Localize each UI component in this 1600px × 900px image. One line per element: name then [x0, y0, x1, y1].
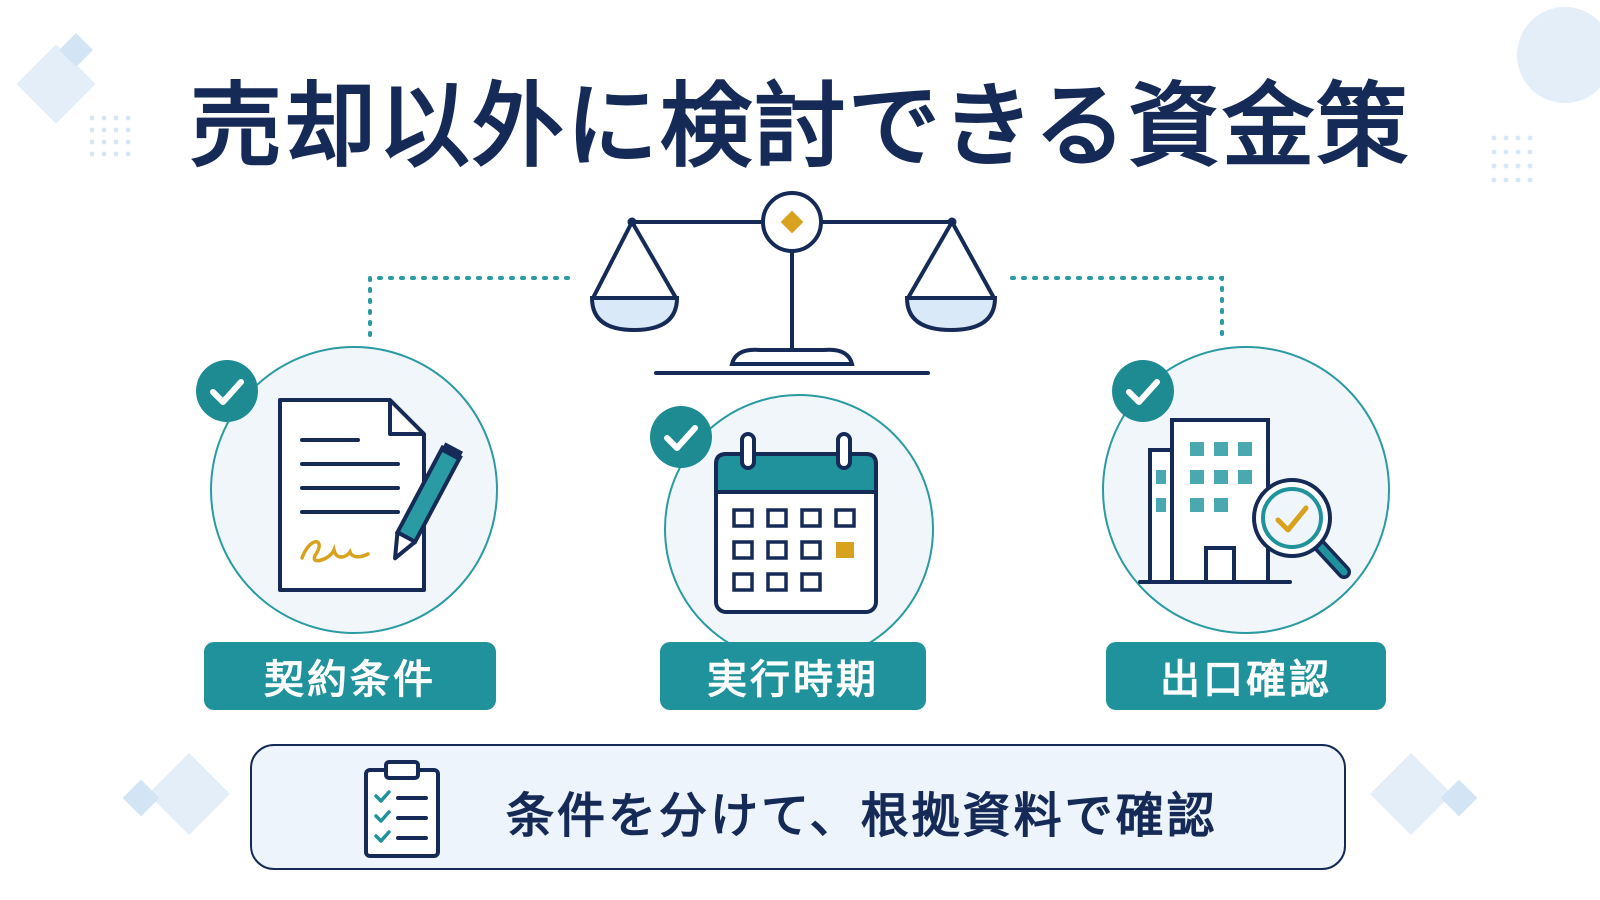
checkmark-icon [1126, 379, 1160, 405]
dotted-connectors [368, 276, 1224, 338]
check-badge [196, 360, 258, 422]
card-label: 実行時期 [660, 642, 926, 710]
summary-text: 条件を分けて、根拠資料で確認 [506, 788, 1218, 844]
deco-circle-topright [1517, 7, 1600, 103]
page-title: 売却以外に検討できる資金策 [189, 73, 1411, 180]
deco-diamond-small-bottomleft [122, 779, 160, 817]
card-label: 契約条件 [204, 642, 496, 710]
building-inspection-icon [1138, 418, 1351, 584]
summary-box: 条件を分けて、根拠資料で確認 [250, 744, 1346, 870]
card-label: 出口確認 [1106, 642, 1386, 710]
clipboard-checklist-icon [364, 760, 440, 858]
deco-dot-grid-right [1491, 135, 1533, 183]
checkmark-icon [210, 379, 244, 405]
check-badge [1112, 360, 1174, 422]
contract-signature-icon [278, 398, 463, 592]
deco-diamond-bottomright [1369, 752, 1453, 836]
checkmark-icon [664, 425, 698, 451]
check-badge [650, 406, 712, 468]
deco-dot-grid-left [89, 115, 131, 157]
calendar-icon [714, 432, 878, 614]
deco-diamond-small-bottomright [1440, 779, 1478, 817]
